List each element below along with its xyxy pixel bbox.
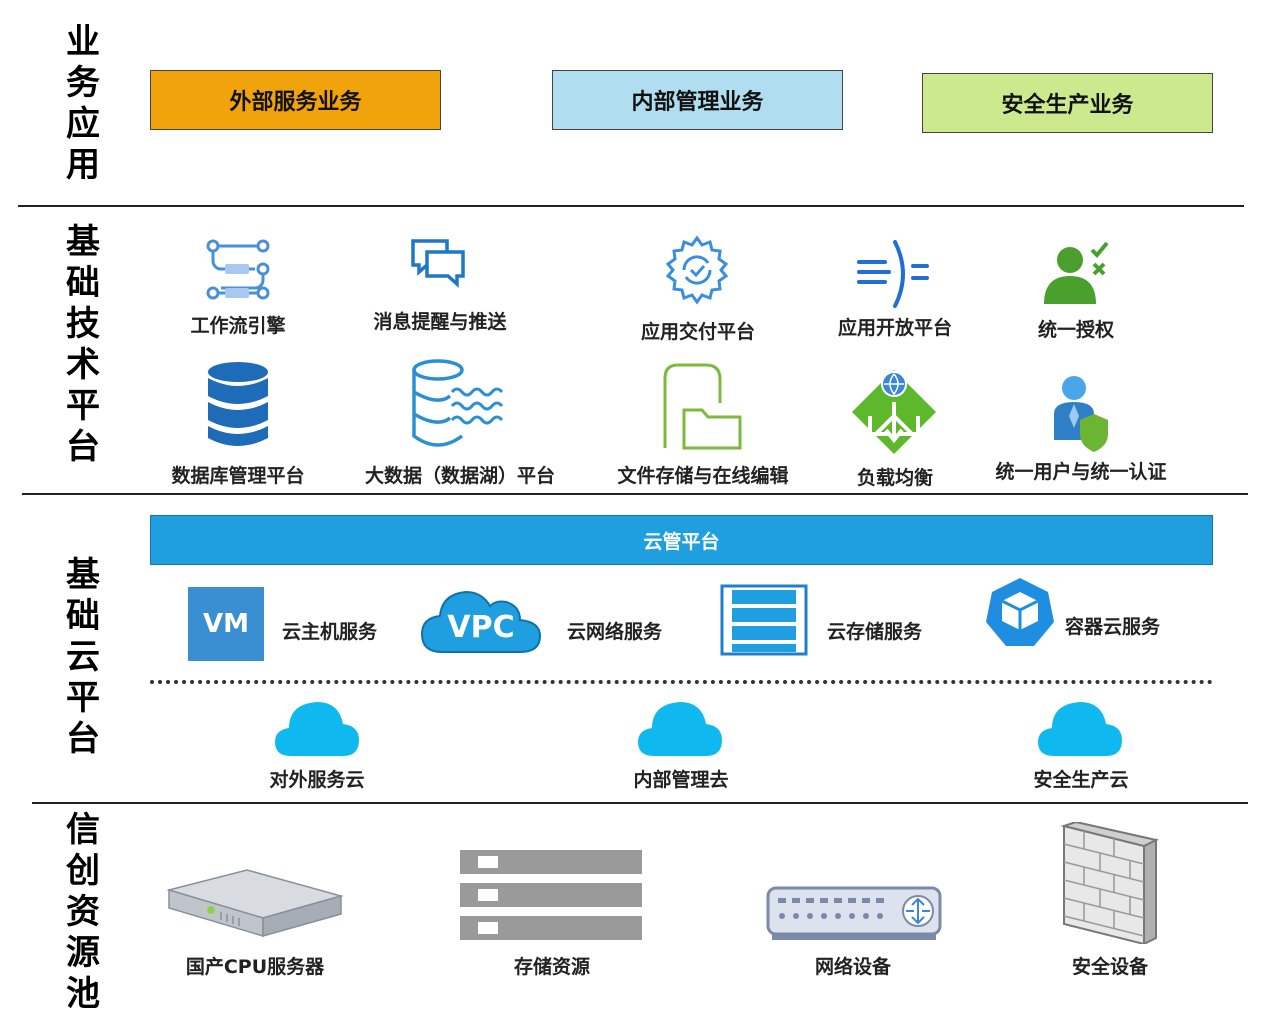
container-icon xyxy=(986,578,1054,646)
layer-title-tech: 基础技术平台 xyxy=(66,222,100,467)
layer-title-cloud: 基础云平台 xyxy=(66,555,100,759)
tech-message-label: 消息提醒与推送 xyxy=(373,311,507,333)
tech-auth-label: 统一授权 xyxy=(1037,319,1115,341)
biz-external: 外部服务业务 xyxy=(150,70,441,130)
res-server-label: 国产CPU服务器 xyxy=(185,956,325,978)
data-lake-icon xyxy=(412,359,504,447)
res-storage-label: 存储资源 xyxy=(513,956,591,978)
res-security-label: 安全设备 xyxy=(1071,956,1149,978)
authorization-icon xyxy=(1044,241,1109,304)
tech-lake-label: 大数据（数据湖）平台 xyxy=(364,465,556,487)
divider-2 xyxy=(22,493,1248,495)
tech-db-label: 数据库管理平台 xyxy=(171,465,305,487)
layer-title-business: 业务应用 xyxy=(66,22,100,185)
cloud-external-label: 对外服务云 xyxy=(269,769,365,791)
database-icon xyxy=(208,362,268,446)
identity-icon xyxy=(1054,376,1108,452)
tech-identity-label: 统一用户与统一认证 xyxy=(995,461,1167,483)
workflow-icon xyxy=(206,239,270,300)
vpc-icon: VPC xyxy=(420,582,542,654)
cloud-internal-label: 内部管理去 xyxy=(633,769,729,791)
cloud-external-icon xyxy=(275,702,359,756)
cloud-management-bar: 云管平台 xyxy=(150,515,1213,565)
cloud-storage-icon xyxy=(720,584,808,656)
open-platform-icon xyxy=(857,240,929,308)
cloud-container-label: 容器云服务 xyxy=(1065,616,1161,638)
cloud-vm-label: 云主机服务 xyxy=(282,621,378,643)
dotted-separator xyxy=(150,680,1213,684)
cloud-vpc-label: 云网络服务 xyxy=(567,621,663,643)
divider-1 xyxy=(18,205,1244,207)
firewall-icon xyxy=(1060,822,1159,944)
layer-title-resource: 信创资源池 xyxy=(66,810,100,1014)
tech-open-label: 应用开放平台 xyxy=(837,317,953,339)
cloud-internal-icon xyxy=(638,702,722,756)
cloud-safety-icon xyxy=(1038,702,1122,756)
server-icon xyxy=(166,869,344,938)
tech-delivery-label: 应用交付平台 xyxy=(640,321,756,343)
tech-lb-label: 负载均衡 xyxy=(856,467,934,489)
vm-icon-text: VM xyxy=(203,609,249,639)
cloud-safety-label: 安全生产云 xyxy=(1033,769,1129,791)
load-balancer-icon xyxy=(852,370,936,454)
tech-file-label: 文件存储与在线编辑 xyxy=(617,465,789,487)
network-device-icon xyxy=(766,886,942,940)
biz-safety: 安全生产业务 xyxy=(922,73,1213,133)
cloud-storage-label: 云存储服务 xyxy=(827,621,923,643)
file-storage-icon xyxy=(663,363,742,450)
biz-internal: 内部管理业务 xyxy=(552,70,843,130)
storage-icon xyxy=(460,850,642,940)
vm-icon: VM xyxy=(188,587,264,661)
divider-3 xyxy=(32,802,1248,804)
tech-workflow-label: 工作流引擎 xyxy=(190,315,286,337)
app-delivery-icon xyxy=(665,235,729,305)
vpc-icon-text: VPC xyxy=(447,610,515,645)
message-icon xyxy=(411,239,465,288)
res-network-label: 网络设备 xyxy=(814,956,892,978)
